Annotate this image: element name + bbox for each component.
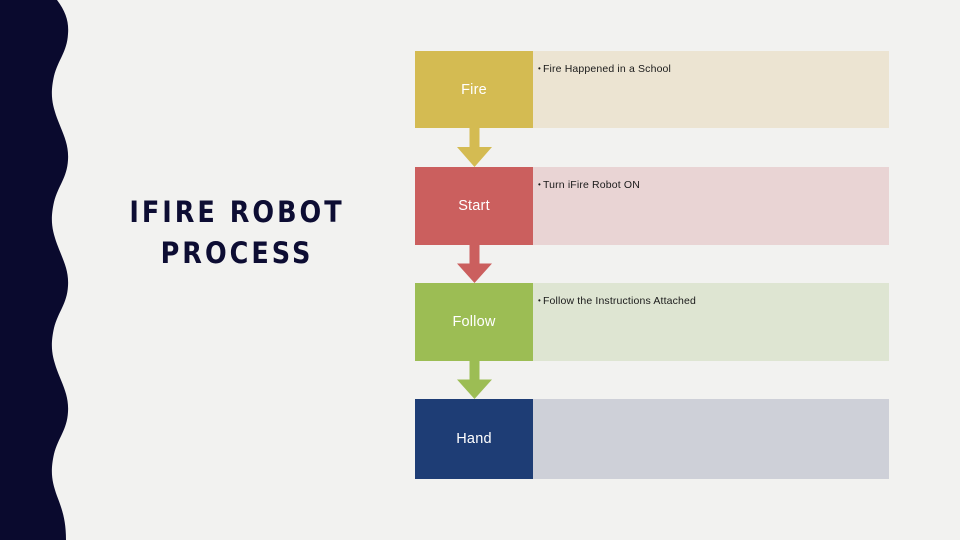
process-step-1[interactable]: Fire Fire Happened in a School [415,51,889,128]
step-bullet-3: Follow the Instructions Attached [538,294,889,309]
page-title: IFIRE ROBOT PROCESS [129,195,345,271]
step-bullet-2: Turn iFire Robot ON [538,178,889,193]
step-panel-1: Fire Happened in a School [533,51,889,128]
connector-arrow-1 [457,128,492,167]
down-arrow-icon [457,245,492,283]
connector-arrow-3 [457,361,492,399]
step-label-text-2: Start [458,198,490,214]
step-label-box-2[interactable]: Start [415,167,533,245]
step-label-box-4[interactable]: Hand [415,399,533,479]
process-step-4[interactable]: Hand [415,399,889,479]
step-label-text-1: Fire [461,81,487,98]
step-bullet-1: Fire Happened in a School [538,62,889,77]
step-label-text-4: Hand [456,431,492,447]
step-panel-3: Follow the Instructions Attached [533,283,889,361]
process-step-2[interactable]: Start Turn iFire Robot ON [415,167,889,245]
connector-arrow-2 [457,245,492,283]
step-panel-4 [533,399,889,479]
step-panel-2: Turn iFire Robot ON [533,167,889,245]
down-arrow-icon [457,128,492,167]
process-step-3[interactable]: Follow Follow the Instructions Attached [415,283,889,361]
step-label-box-3[interactable]: Follow [415,283,533,361]
down-arrow-icon [457,361,492,399]
step-label-text-3: Follow [452,314,496,330]
step-label-box-1[interactable]: Fire [415,51,533,128]
